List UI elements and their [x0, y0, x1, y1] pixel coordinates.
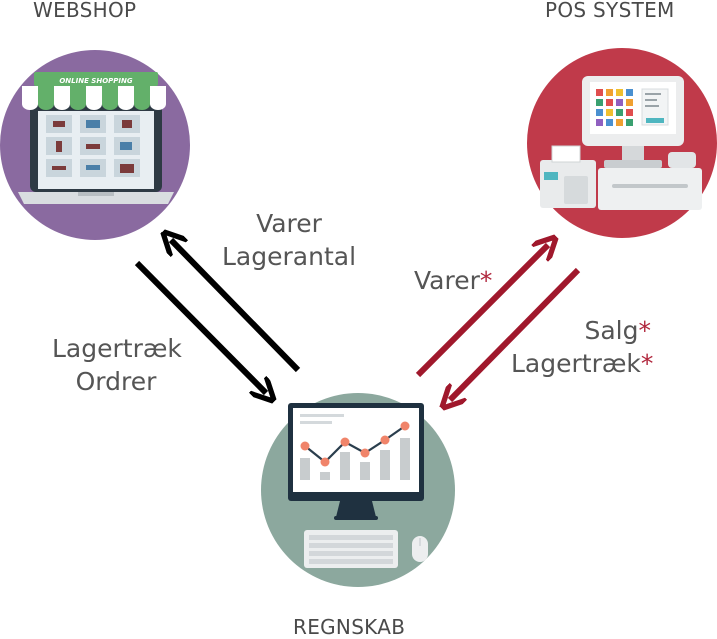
- pos-title: POS SYSTEM: [545, 0, 675, 22]
- arrow-to-regnskab-from-pos: [450, 267, 581, 400]
- asterisk-mark: *: [638, 316, 652, 345]
- edge-label-line: Lagertræk: [511, 349, 641, 378]
- asterisk-mark: *: [479, 266, 493, 295]
- edge-label-to-pos: Varer*: [414, 264, 492, 297]
- arrow-to-pos: [415, 245, 548, 378]
- pos-node: [527, 48, 717, 238]
- edge-label-from-pos: Salg* Lagertræk*: [511, 314, 654, 380]
- accounting-node: [261, 393, 455, 587]
- edge-label-line: Ordrer: [75, 367, 157, 396]
- edge-label-line: Lagerantal: [222, 242, 357, 271]
- laptop-icon: ONLINE SHOPPING: [18, 72, 174, 204]
- webshop-title: WEBSHOP: [33, 0, 137, 22]
- computer-chart-icon: [288, 403, 428, 568]
- edge-label-from-webshop: Lagertræk Ordrer: [52, 332, 182, 398]
- edge-label-line: Varer: [414, 266, 480, 295]
- pos-terminal-icon: [540, 76, 702, 210]
- arrow-to-webshop: [171, 240, 301, 373]
- asterisk-mark: *: [640, 349, 654, 378]
- edge-label-line: Lagertræk: [52, 334, 182, 363]
- arrow-to-regnskab-from-webshop: [134, 260, 266, 393]
- webshop-node: ONLINE SHOPPING: [0, 50, 190, 240]
- edge-label-to-webshop: Varer Lagerantal: [222, 207, 356, 273]
- shop-sign-text: ONLINE SHOPPING: [59, 77, 133, 85]
- edge-label-line: Varer: [256, 209, 322, 238]
- edge-label-line: Salg: [584, 316, 639, 345]
- regnskab-title: REGNSKAB: [293, 615, 406, 639]
